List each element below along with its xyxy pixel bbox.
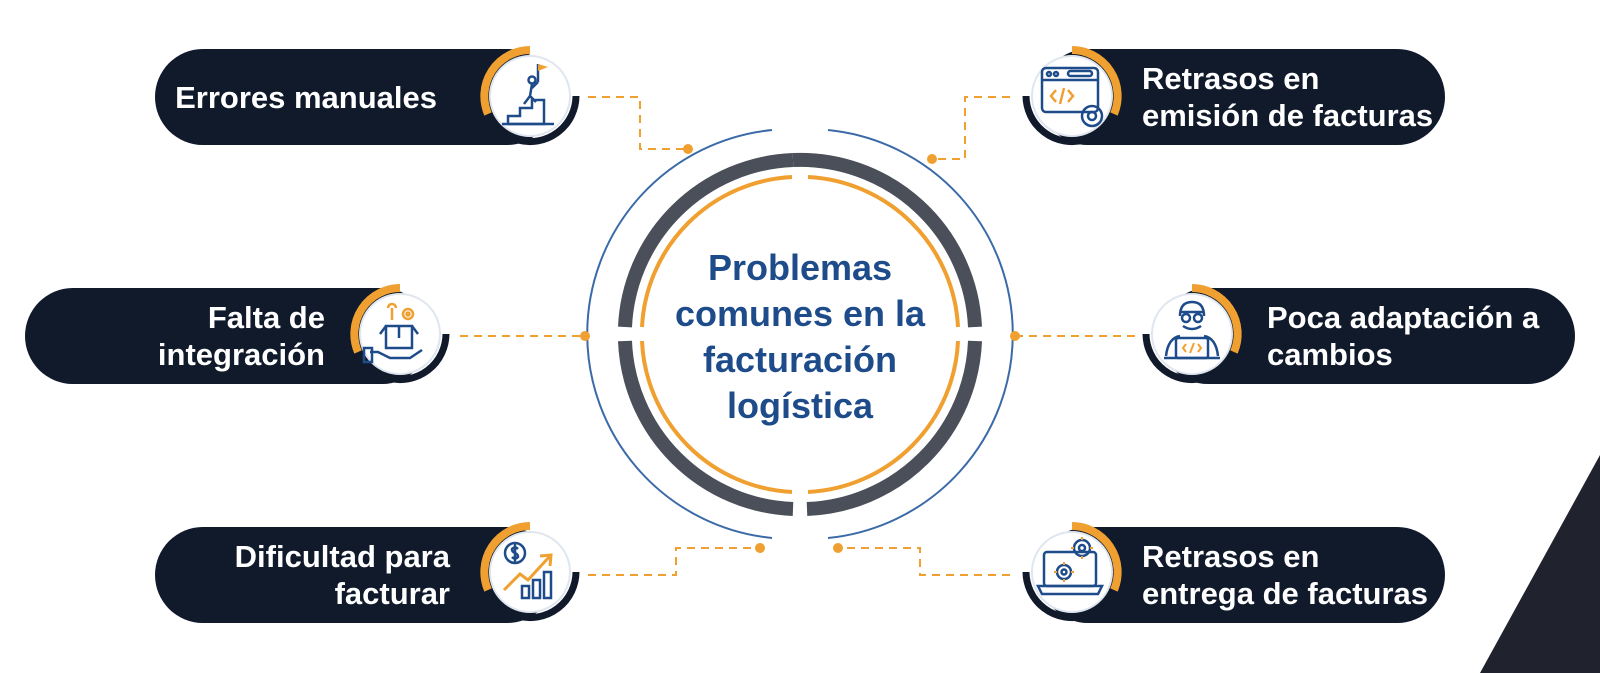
item-label: Falta de integración xyxy=(157,300,325,372)
badge-errores xyxy=(478,44,582,148)
box-hand-tools-icon xyxy=(362,302,423,364)
item-label: Poca adaptación a cambios xyxy=(1267,300,1540,372)
center-title: Problemas comunes en la facturación logí… xyxy=(674,247,926,426)
climbing-stairs-flag-icon xyxy=(502,64,554,126)
laptop-gears-icon xyxy=(1035,537,1105,596)
item-label: Retrasos en emisión de facturas xyxy=(1142,61,1434,133)
code-window-gear-icon xyxy=(1040,66,1104,128)
item-dificultad-facturar: Dificultad para facturar xyxy=(155,527,555,623)
badge-emision xyxy=(1020,44,1124,148)
item-label: Dificultad para facturar xyxy=(234,539,450,611)
badge-adaptacion xyxy=(1140,282,1244,386)
developer-laptop-icon xyxy=(1164,300,1220,360)
item-label: Errores manuales xyxy=(175,79,437,115)
money-growth-chart-icon xyxy=(502,541,553,600)
item-label: Retrasos en entrega de facturas xyxy=(1142,539,1428,611)
badge-entrega xyxy=(1020,520,1124,624)
badge-facturar xyxy=(478,520,582,624)
badge-integracion xyxy=(348,282,452,386)
